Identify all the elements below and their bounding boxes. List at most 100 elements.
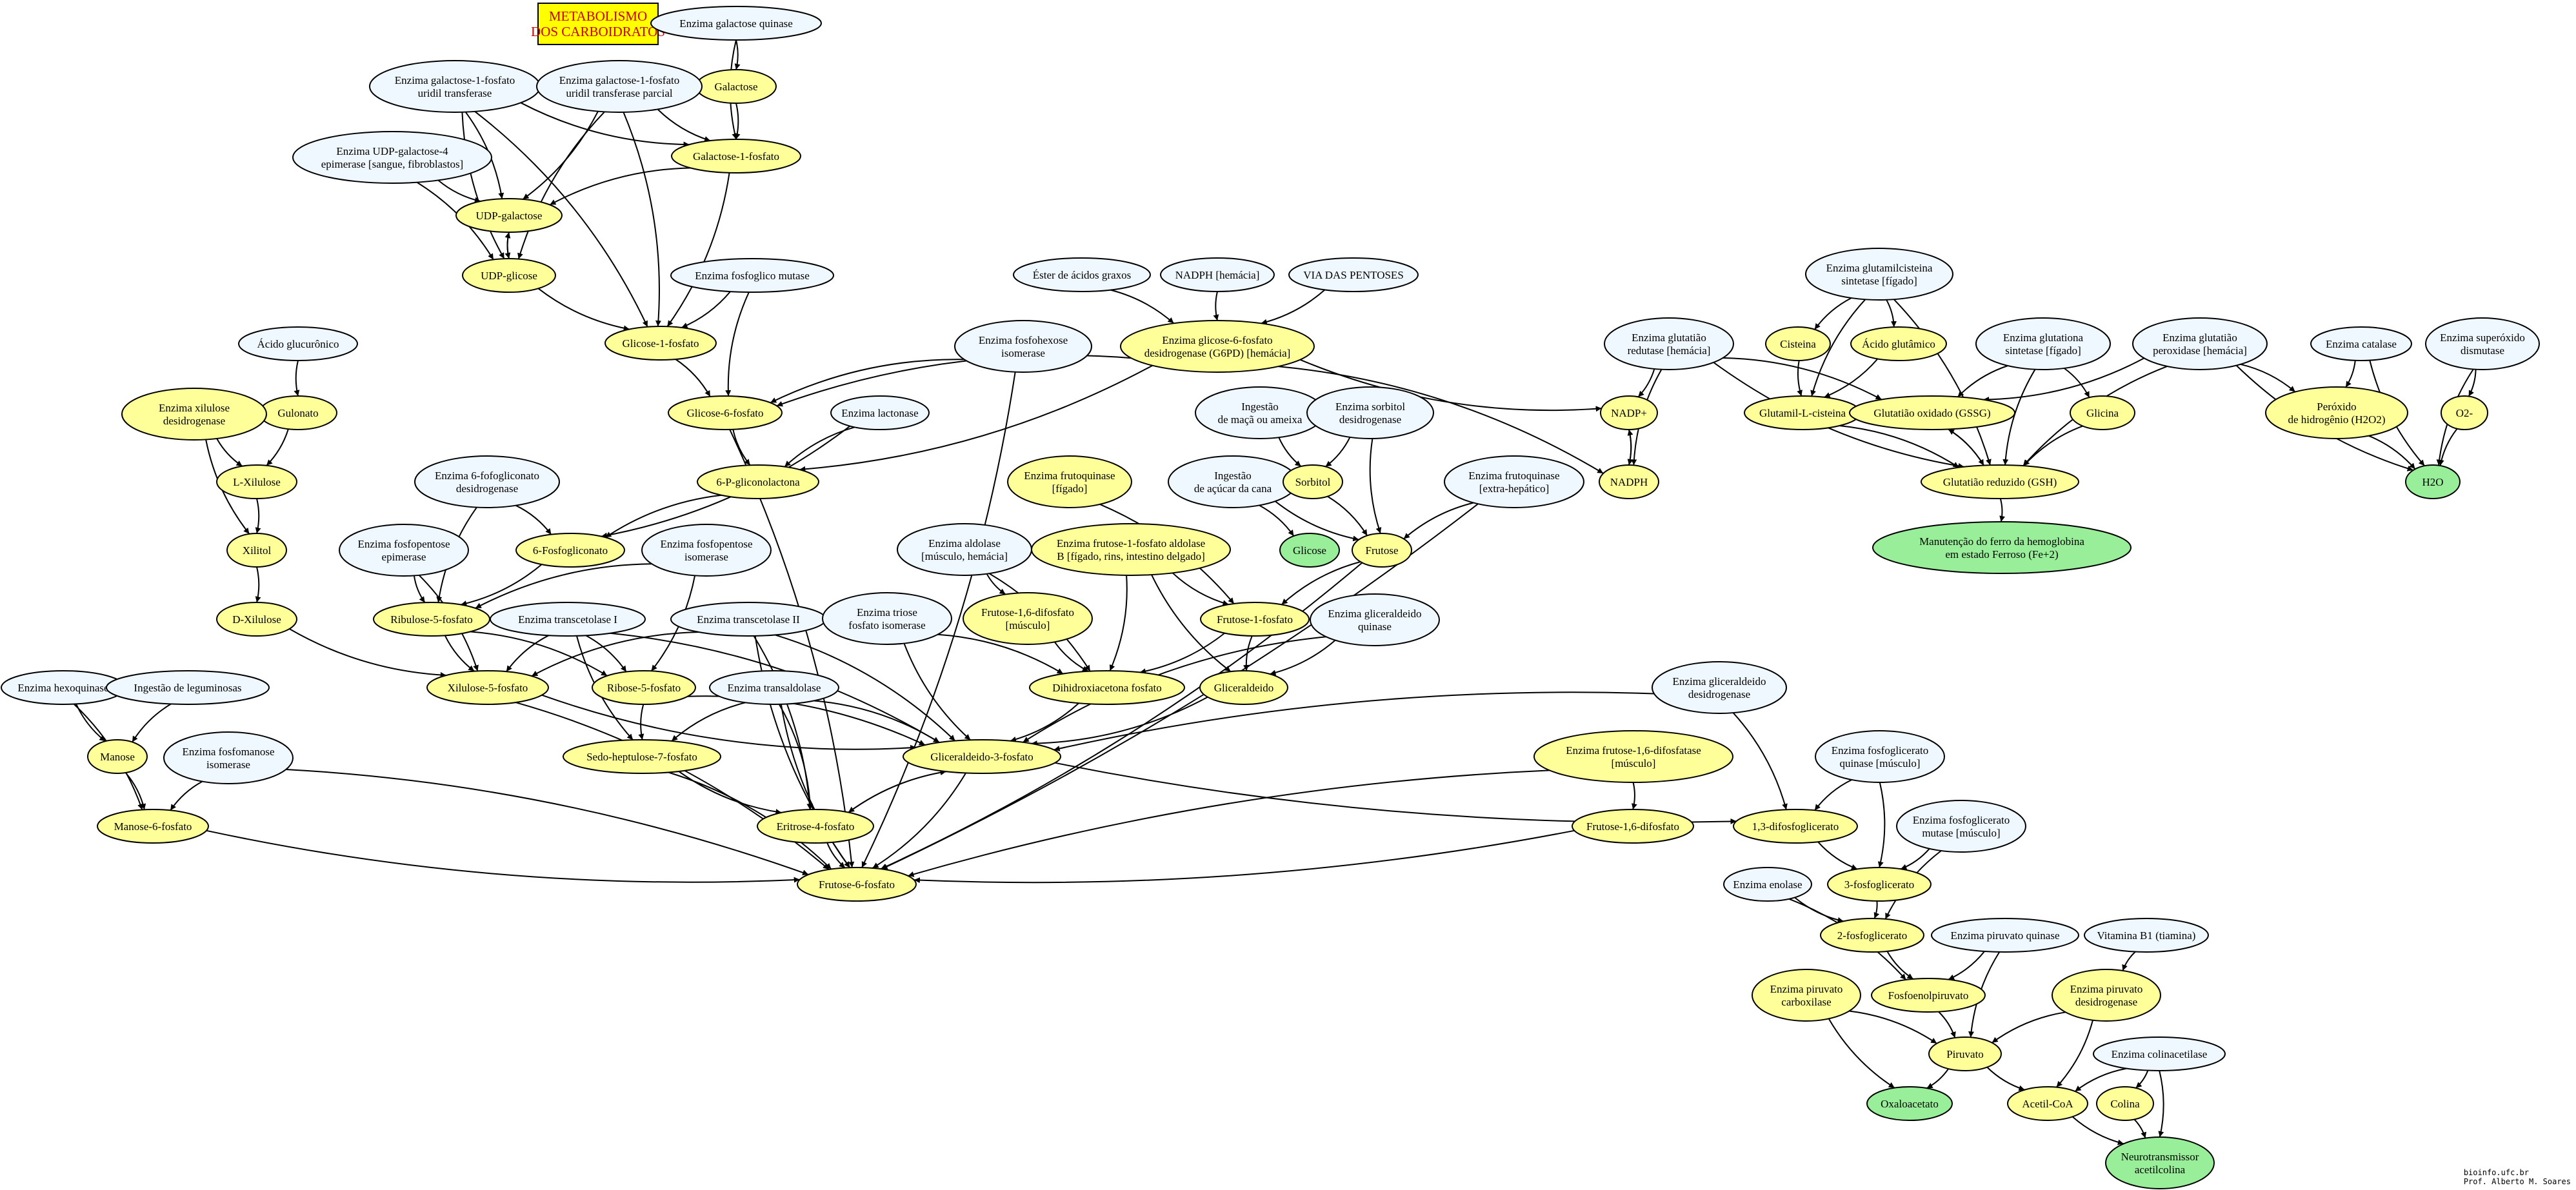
node-shape-udp_glicose <box>462 258 556 293</box>
node-shape-frutose <box>1352 533 1412 568</box>
node-shape-peroxido <box>2265 386 2408 439</box>
title-line-1: METABOLISMO <box>549 8 647 24</box>
node-label-glicina-0: Glicina <box>2086 407 2119 419</box>
node-shape-ingestao_acucar <box>1168 455 1298 508</box>
node-label-nadph-0: NADPH <box>1610 476 1648 488</box>
node-shape-udp_gal_epimerase <box>292 131 492 184</box>
edge-transaldolase-to-frutose6p <box>780 704 851 868</box>
node-sedo7p: Sedo-heptulose-7-fosfato <box>563 739 721 774</box>
node-label-gliconolactona-0: 6-P-gliconolactona <box>716 476 800 488</box>
node-shape-gal_quinase <box>650 6 822 41</box>
node-label-frutoquinase_figado-0: Enzima frutoquinase <box>1024 470 1115 482</box>
node-shape-piruvato_carboxilase <box>1752 969 1861 1022</box>
node-shape-xilulose5p <box>426 670 549 705</box>
node-shape-catalase <box>2310 326 2412 361</box>
node-label-xilitol-0: Xilitol <box>243 544 272 557</box>
node-shape-manose6p <box>97 809 209 844</box>
node-frutose16_difosfatase: Enzima frutose-1,6-difosfatase[músculo] <box>1533 730 1733 783</box>
edge-gliceraldeido_desid-to-difosfoglicerato <box>1732 712 1788 810</box>
node-label-gal1p_uridil-0: Enzima galactose-1-fosfato <box>395 74 515 86</box>
edge-transcetolase_i-to-ribose5p <box>585 635 627 673</box>
node-label-gliceraldeido_desid-1: desidrogenase <box>1688 688 1750 700</box>
edge-fosfoglico_mutase-to-glicose6p <box>725 292 750 397</box>
node-label-udp_gal_epimerase-0: Enzima UDP-galactose-4 <box>336 145 448 157</box>
node-shape-glicose1p <box>604 326 717 361</box>
edge-transcetolase_ii-to-gliceraldeido3p <box>775 634 956 742</box>
edge-hexoquinase-to-manose <box>75 703 106 742</box>
edge-peroxido-to-h2o <box>2368 435 2416 470</box>
edge-ribulose5p-to-ribose5p <box>470 631 608 677</box>
edge-sedo7p-to-frutose6p <box>668 771 832 870</box>
node-label-dihidroxiacetona-0: Dihidroxiacetona fosfato <box>1052 682 1161 694</box>
edge-udp_gal_epimerase-to-udp_galactose <box>437 179 481 203</box>
edge-acetil_coa-to-acetilcolina <box>2072 1116 2124 1145</box>
edge-piruvato_carboxilase-to-piruvato <box>1849 1010 1937 1044</box>
node-sorbitol: Sorbitol <box>1283 464 1343 499</box>
node-shape-via_pentoses <box>1288 257 1419 292</box>
edge-frutose1p-to-dihidroxiacetona <box>1139 632 1225 675</box>
edge-glutationa_sint-to-glicina <box>2064 368 2090 398</box>
node-label-aldolase-1: [músculo, hemácia] <box>921 550 1008 562</box>
edge-piruvato-to-oxaloacetato <box>1926 1068 1950 1089</box>
node-label-fosfohexose_isom-0: Enzima fosfohexose <box>979 334 1068 346</box>
node-label-glutamilcisteina_sint-0: Enzima glutamilcisteina <box>1826 262 1933 274</box>
node-shape-gal1p_uridil <box>369 60 541 113</box>
edge-fosfoglicerato_quinase-to-fosfoglicerato3 <box>1877 782 1886 868</box>
edge-colinacetilase-to-acetilcolina <box>2158 1070 2164 1138</box>
node-shape-fosfopentose_epim <box>339 524 469 577</box>
node-shape-piruvato_quinase <box>1931 918 2079 953</box>
node-gulonato: Gulonato <box>259 395 337 430</box>
edge-piruvato_desid-to-acetil_coa <box>2055 1020 2093 1088</box>
edge-sorbitol_desid-to-sorbitol <box>1324 437 1351 468</box>
edge-fosfohexose_isom-to-frutose6p <box>861 372 1016 868</box>
edge-fosfoglicerato2-to-fosfoenolpiruvato <box>1886 951 1914 980</box>
node-shape-dihidroxiacetona <box>1029 670 1185 705</box>
edge-sorbitol-to-frutose <box>1327 495 1368 536</box>
edge-leguminosas-to-manose <box>132 703 172 743</box>
edge-l_xilulose-to-xilitol <box>255 498 261 534</box>
edge-lactonase-to-gliconolactona <box>784 426 855 468</box>
edge-transcetolase_i-to-gliceraldeido3p <box>610 632 940 743</box>
node-shape-piruvato <box>1928 1036 2002 1071</box>
node-label-udp_gal_epimerase-1: epimerase [sangue, fibroblastos] <box>321 158 463 170</box>
node-shape-glicina <box>2070 395 2135 430</box>
node-label-ingestao_acucar-1: de açúcar da cana <box>1194 482 1272 495</box>
node-label-nadp-0: NADP+ <box>1611 407 1647 419</box>
node-label-nadph_hemacia-0: NADPH [hemácia] <box>1175 269 1260 281</box>
node-label-piruvato_quinase-0: Enzima piruvato quinase <box>1950 929 2059 942</box>
node-glicina: Glicina <box>2070 395 2135 430</box>
edge-transcetolase_ii-to-eritrose4p <box>753 635 813 810</box>
node-label-g6pd-1: desidrogenase (G6PD) [hemácia] <box>1144 347 1291 359</box>
edge-catalase-to-peroxido <box>2345 360 2356 388</box>
node-label-gal_quinase-0: Enzima galactose quinase <box>679 17 793 30</box>
node-label-d_xilulose-0: D-Xilulose <box>232 613 281 626</box>
edge-glutamilcisteina_sint-to-ac_glutamico <box>1886 299 1897 328</box>
node-shape-fosfoglicerato_mutase <box>1896 800 2026 853</box>
node-colinacetilase: Enzima colinacetilase <box>2093 1036 2226 1071</box>
edge-ac_glutamico-to-glutamil_cisteina <box>1824 358 1879 398</box>
node-label-galactose-0: Galactose <box>714 81 757 93</box>
node-gal1p: Galactose-1-fosfato <box>671 139 801 174</box>
node-ribose5p: Ribose-5-fosfato <box>592 670 696 705</box>
edge-nadph_hemacia-to-g6pd <box>1213 291 1219 321</box>
node-shape-ester_acidos <box>1013 257 1151 292</box>
node-shape-nadp <box>1600 395 1658 430</box>
node-label-glutamilcisteina_sint-1: sintetase [fígado] <box>1841 275 1917 287</box>
node-udp_glicose: UDP-glicose <box>462 258 556 293</box>
node-label-fosfogliconato_desid-1: desidrogenase <box>456 482 518 495</box>
edge-glicina-to-gsh <box>2023 425 2083 466</box>
node-label-piruvato_carboxilase-0: Enzima piruvato <box>1770 983 1843 995</box>
node-label-lactonase-0: Enzima lactonase <box>841 407 918 419</box>
node-shape-triose_isom <box>822 592 952 645</box>
node-frutose1p: Frutose-1-fosfato <box>1200 602 1310 637</box>
node-shape-transcetolase_i <box>490 602 646 637</box>
node-label-superoxido_dismutase-0: Enzima superóxido <box>2440 332 2525 344</box>
